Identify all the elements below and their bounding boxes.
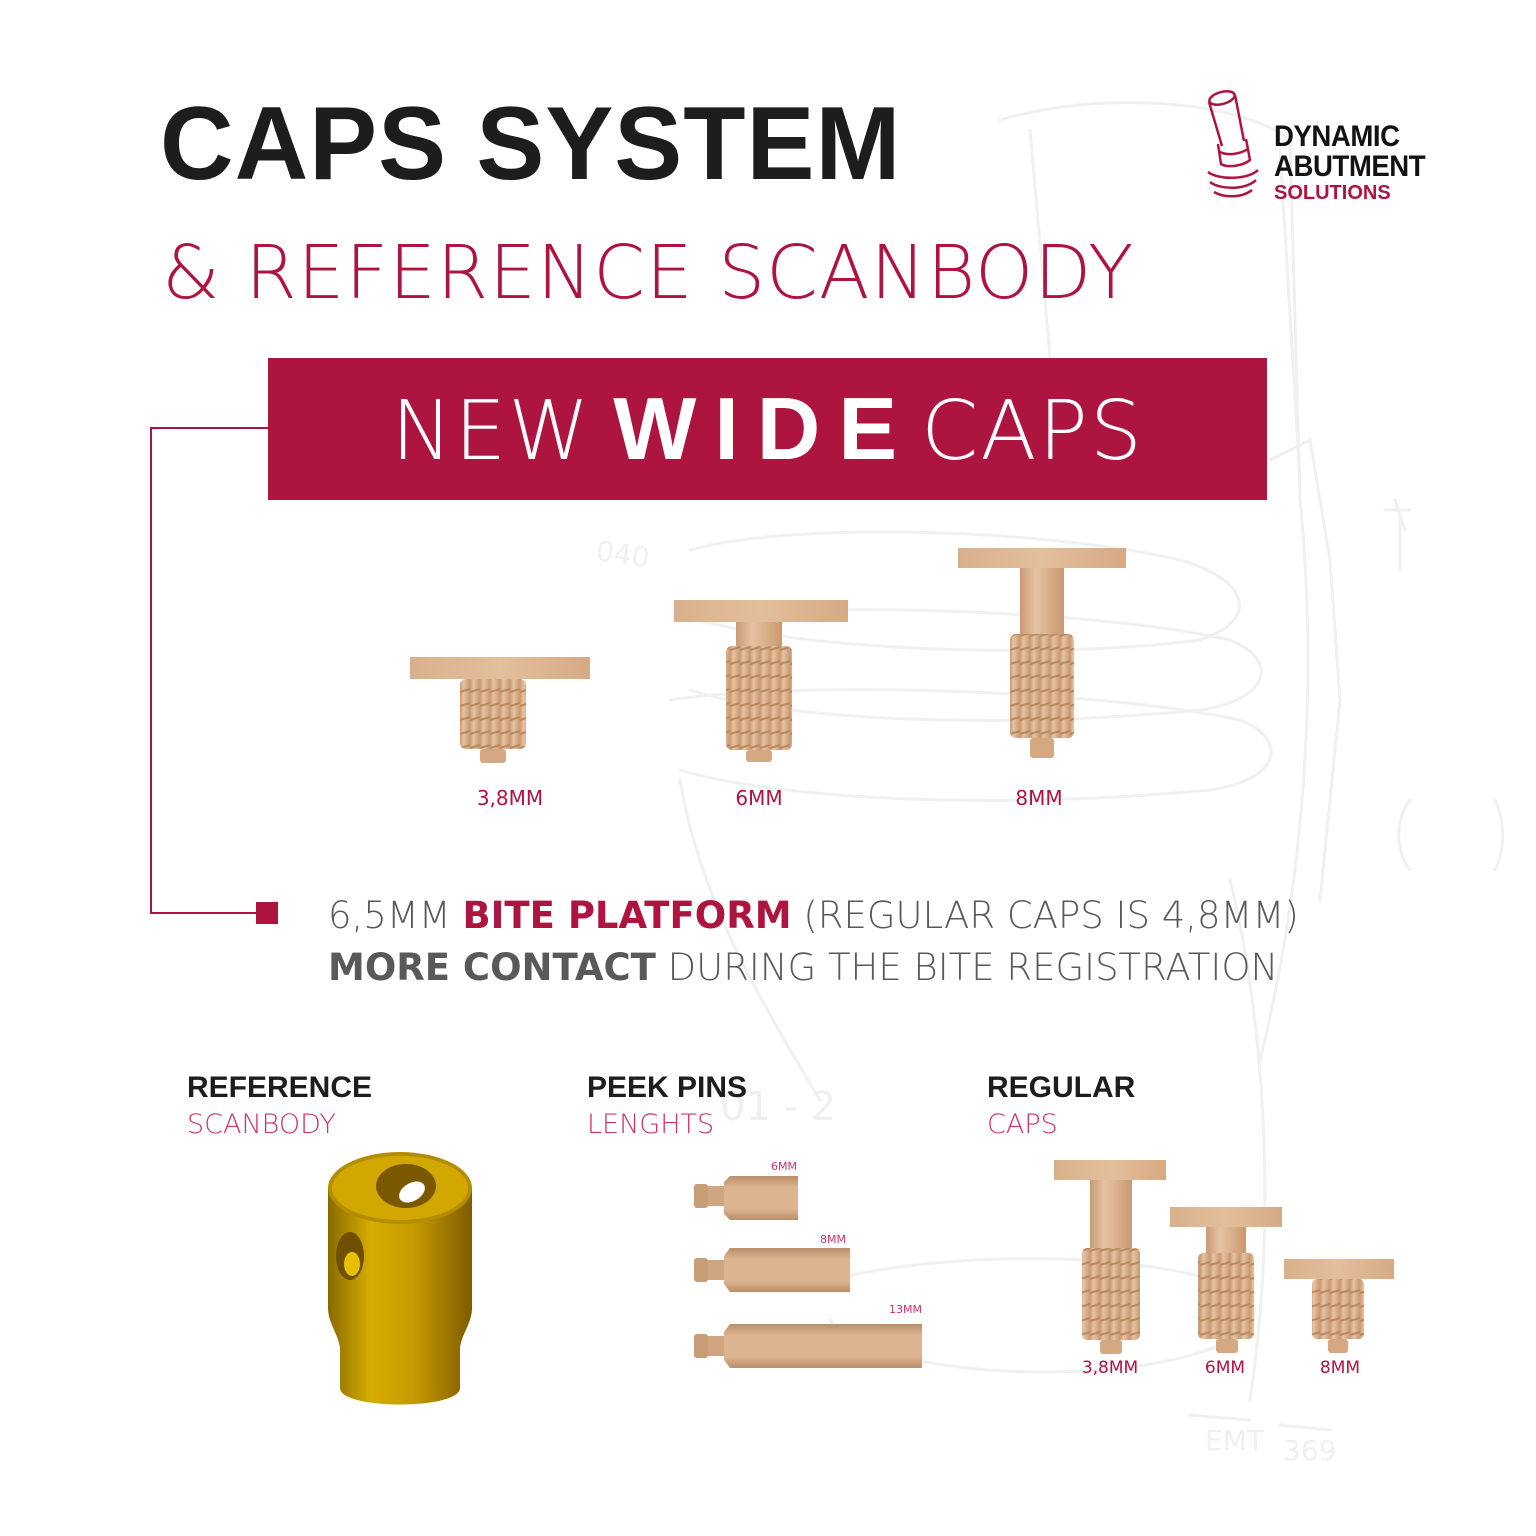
wide-cap-label: 6MM — [735, 786, 783, 810]
section-subtitle: CAPS — [987, 1109, 1058, 1140]
wide-cap-8mm — [958, 548, 1126, 758]
feature-comparison: (REGULAR CAPS IS 4,8MM) — [791, 894, 1299, 937]
regular-cap-8mm — [1284, 1259, 1394, 1353]
peek-pin-8mm — [694, 1248, 850, 1292]
page-subtitle: & REFERENCE SCANBODY — [162, 230, 1135, 316]
scanbody-illustration — [328, 1152, 472, 1405]
peek-pins-illustration — [694, 1176, 922, 1368]
wide-cap-label: 3,8MM — [476, 786, 544, 810]
pin-length-label: 6MM — [771, 1160, 797, 1173]
regular-caps-illustration — [1054, 1160, 1394, 1354]
feature-registration: DURING THE BITE REGISTRATION — [655, 946, 1279, 989]
section-title: PEEK PINS — [587, 1071, 748, 1104]
section-title: REGULAR — [987, 1071, 1136, 1104]
peek-pin-6mm — [694, 1176, 798, 1220]
wide-cap-3-8mm — [410, 657, 590, 763]
logo-line-dynamic: DYNAMIC — [1274, 120, 1400, 153]
section-regular-caps: REGULAR CAPS — [987, 1071, 1136, 1140]
wide-caps-illustration — [410, 548, 1126, 763]
section-subtitle: SCANBODY — [187, 1109, 336, 1140]
regular-cap-6mm — [1170, 1207, 1282, 1353]
page-title: CAPS SYSTEM — [160, 86, 902, 202]
feature-bite-platform: BITE PLATFORM — [462, 894, 792, 937]
bullet-square — [256, 902, 278, 924]
connector-line — [150, 427, 152, 914]
svg-text:369: 369 — [1283, 1434, 1336, 1467]
section-reference-scanbody: REFERENCE SCANBODY — [187, 1071, 373, 1140]
wide-cap-label: 8MM — [1015, 786, 1063, 810]
regular-cap-label: 3,8MM — [1081, 1358, 1139, 1378]
svg-text:EMT: EMT — [1205, 1424, 1265, 1457]
connector-line — [150, 427, 268, 429]
banner-wide: WIDE — [613, 379, 916, 478]
feature-more-contact: MORE CONTACT — [328, 946, 656, 989]
banner-caps: CAPS — [921, 384, 1144, 479]
logo-line-solutions: SOLUTIONS — [1274, 182, 1391, 204]
section-subtitle: LENGHTS — [587, 1109, 715, 1140]
banner-new: NEW — [391, 384, 592, 479]
abutment-icon — [1207, 90, 1259, 198]
regular-cap-3-8mm — [1054, 1160, 1166, 1354]
regular-cap-label: 6MM — [1204, 1358, 1246, 1378]
pin-length-label: 8MM — [820, 1233, 846, 1246]
section-peek-pins: PEEK PINS LENGHTS — [587, 1071, 748, 1140]
wide-cap-6mm — [674, 600, 848, 762]
brand-logo: DYNAMIC ABUTMENT SOLUTIONS — [1188, 86, 1448, 206]
pin-length-label: 13MM — [889, 1303, 922, 1316]
section-title: REFERENCE — [187, 1071, 373, 1104]
feature-text: 6,5MM BITE PLATFORM (REGULAR CAPS IS 4,8… — [328, 890, 1299, 994]
logo-line-abutment: ABUTMENT — [1274, 150, 1426, 183]
peek-pin-13mm — [694, 1324, 922, 1368]
feature-size: 6,5MM — [328, 894, 463, 937]
connector-line — [150, 912, 260, 914]
regular-cap-label: 8MM — [1319, 1358, 1361, 1378]
